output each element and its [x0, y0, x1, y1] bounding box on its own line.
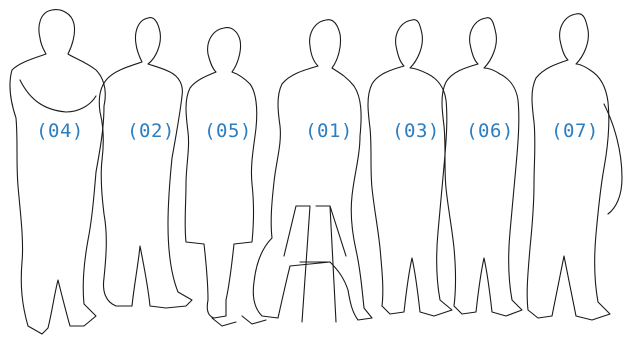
person-04-arm	[20, 80, 96, 112]
person-07-arm	[604, 104, 622, 214]
person-label-05: (05)	[204, 122, 252, 141]
person-07-outline	[527, 14, 610, 320]
person-04-outline	[10, 10, 105, 334]
person-label-04: (04)	[36, 122, 84, 141]
person-03-outline	[368, 20, 452, 316]
person-label-06: (06)	[466, 122, 514, 141]
person-02-outline	[99, 18, 192, 308]
person-06-outline	[442, 18, 522, 316]
person-label-01: (01)	[305, 122, 353, 141]
person-01-outline	[253, 20, 372, 320]
person-label-03: (03)	[392, 122, 440, 141]
person-label-07: (07)	[551, 122, 599, 141]
person-label-02: (02)	[127, 122, 175, 141]
person-05-outline	[185, 28, 257, 318]
